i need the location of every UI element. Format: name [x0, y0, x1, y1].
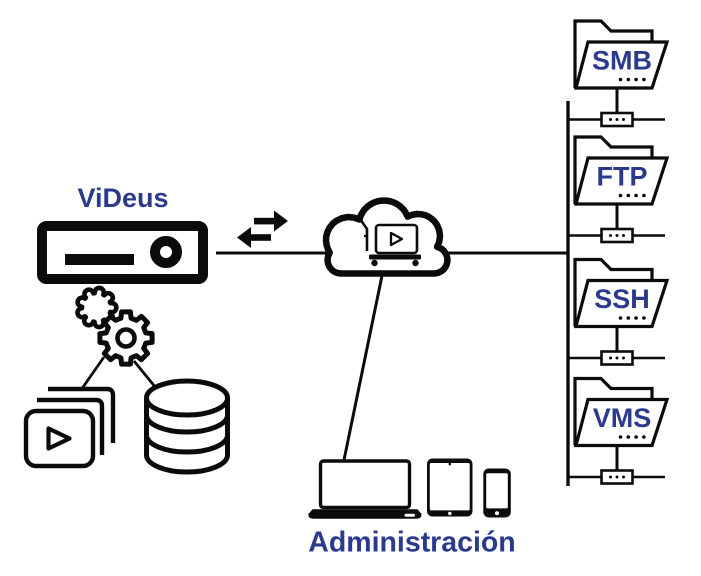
cart-platform — [369, 254, 421, 260]
phone-home-button — [495, 511, 499, 516]
database-bottom — [144, 454, 230, 475]
laptop-icon — [308, 459, 422, 519]
bidirectional-arrows-icon — [237, 210, 288, 248]
play-triangle — [46, 426, 72, 451]
tablet-screen — [429, 463, 470, 511]
large-gear-hub — [115, 327, 137, 349]
remote-label: FTP — [597, 162, 648, 192]
remote-label: VMS — [593, 403, 652, 433]
tablet-home-button — [448, 511, 452, 516]
laptop-hinge — [309, 509, 421, 514]
database-sides — [144, 398, 230, 455]
connector-cloud-admin — [342, 265, 386, 461]
remote-label: SMB — [592, 46, 652, 76]
share-node-dots — [609, 475, 625, 479]
connector-gears-storage — [132, 360, 158, 389]
folder-back — [573, 135, 654, 204]
laptop-screen — [318, 459, 412, 510]
laptop-base — [308, 513, 422, 519]
cart-wheel-right — [412, 259, 419, 267]
remote-group-ssh: SSH — [568, 257, 670, 366]
arrow-right-shaft — [254, 217, 275, 225]
folder-dots — [618, 193, 646, 198]
folder-back — [573, 376, 654, 446]
folder-dots — [618, 435, 646, 439]
folder-front — [573, 40, 670, 90]
server-label: ViDeus — [77, 183, 168, 213]
arrow-left-shaft — [250, 234, 271, 241]
connector-gears-media — [79, 356, 106, 391]
smartphone-icon — [483, 468, 511, 518]
tablet-icon — [427, 458, 473, 517]
video-cart-icon — [360, 220, 421, 267]
database-top — [144, 378, 230, 418]
remote-group-vms: VMS — [568, 376, 670, 485]
database-icon — [144, 378, 230, 475]
database-band-1 — [144, 414, 230, 435]
stack-layer-back — [48, 386, 116, 443]
folder-front — [573, 156, 670, 206]
folder-back — [573, 19, 654, 88]
remote-group-ftp: FTP — [568, 135, 670, 244]
server-knob — [150, 236, 182, 268]
share-node-dots — [609, 234, 625, 237]
cart-wheel-left — [371, 259, 378, 267]
folder-dots — [618, 77, 646, 82]
database-band-2 — [144, 434, 230, 455]
media-server-icon — [37, 221, 208, 284]
cloud-icon — [322, 197, 451, 277]
gears-icon — [75, 285, 155, 367]
admin-label: Administración — [308, 527, 515, 559]
folder-front — [573, 278, 670, 329]
share-node-dots — [609, 118, 625, 121]
folder-dots — [618, 316, 646, 320]
cart-handle — [360, 220, 369, 251]
arrow-left-head — [237, 227, 251, 248]
arrow-right-head — [274, 210, 288, 232]
folder-front — [573, 397, 670, 448]
share-node-dots — [609, 356, 625, 360]
stack-layer-middle — [37, 397, 105, 455]
folder-back — [573, 257, 654, 327]
server-slot — [65, 254, 134, 265]
cart-play-triangle — [389, 231, 404, 247]
tablet-camera — [448, 462, 452, 466]
remote-label: SSH — [594, 284, 650, 314]
laptop-base-slot — [404, 513, 415, 517]
video-stack-icon — [23, 386, 116, 469]
phone-screen — [486, 473, 508, 509]
remote-group-smb: SMB — [568, 19, 670, 128]
